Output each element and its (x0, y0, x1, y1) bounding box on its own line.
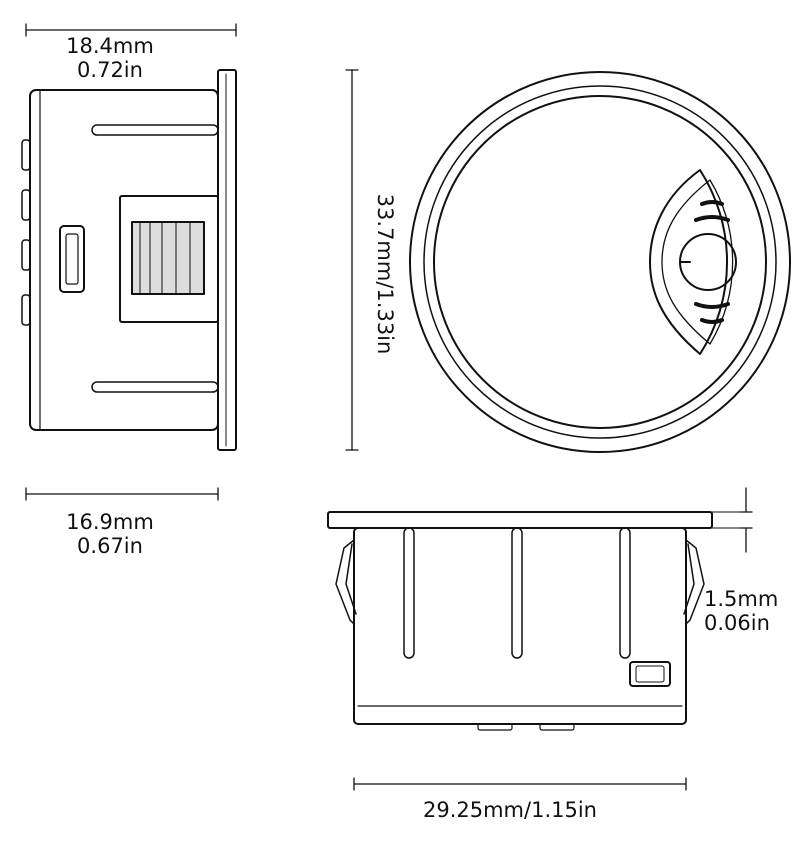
power-button-icon (680, 234, 736, 290)
bottom-ribs (404, 528, 630, 658)
outer-rim (410, 72, 790, 452)
usb-port (60, 226, 84, 292)
depth-in: 0.72in (77, 58, 143, 82)
spring-clips (336, 540, 704, 624)
flange-label: 1.5mm 0.06in (704, 587, 778, 635)
bottom-view (328, 488, 752, 790)
body-height-in: 0.67in (77, 534, 143, 558)
width-dimension-line (354, 778, 686, 790)
depth-dimension-line (26, 24, 236, 36)
diameter-label: 33.7mm/1.33in (373, 193, 397, 355)
side-view (22, 24, 236, 500)
depth-mm: 18.4mm (66, 34, 154, 58)
depth-label: 18.4mm 0.72in (40, 34, 180, 82)
side-flange (218, 70, 236, 450)
body-height-dimension-line (26, 488, 218, 500)
side-buttons (22, 140, 30, 325)
diameter-dimension-line (346, 70, 358, 450)
body-height-label: 16.9mm 0.67in (40, 510, 180, 558)
flange-mm: 1.5mm (704, 587, 779, 611)
body-height-mm: 16.9mm (66, 510, 154, 534)
inner-opening (434, 96, 766, 428)
top-view (346, 70, 790, 452)
flange-in: 0.06in (704, 611, 770, 635)
side-ribs (92, 125, 218, 392)
bottom-flange (328, 512, 712, 528)
width-label: 29.25mm/1.15in (422, 798, 597, 822)
bottom-usb-port (630, 662, 670, 686)
flange-dimension-line (712, 488, 752, 552)
indicator-slots (696, 202, 728, 322)
bottom-body (354, 528, 686, 724)
side-clip-window (120, 196, 218, 322)
